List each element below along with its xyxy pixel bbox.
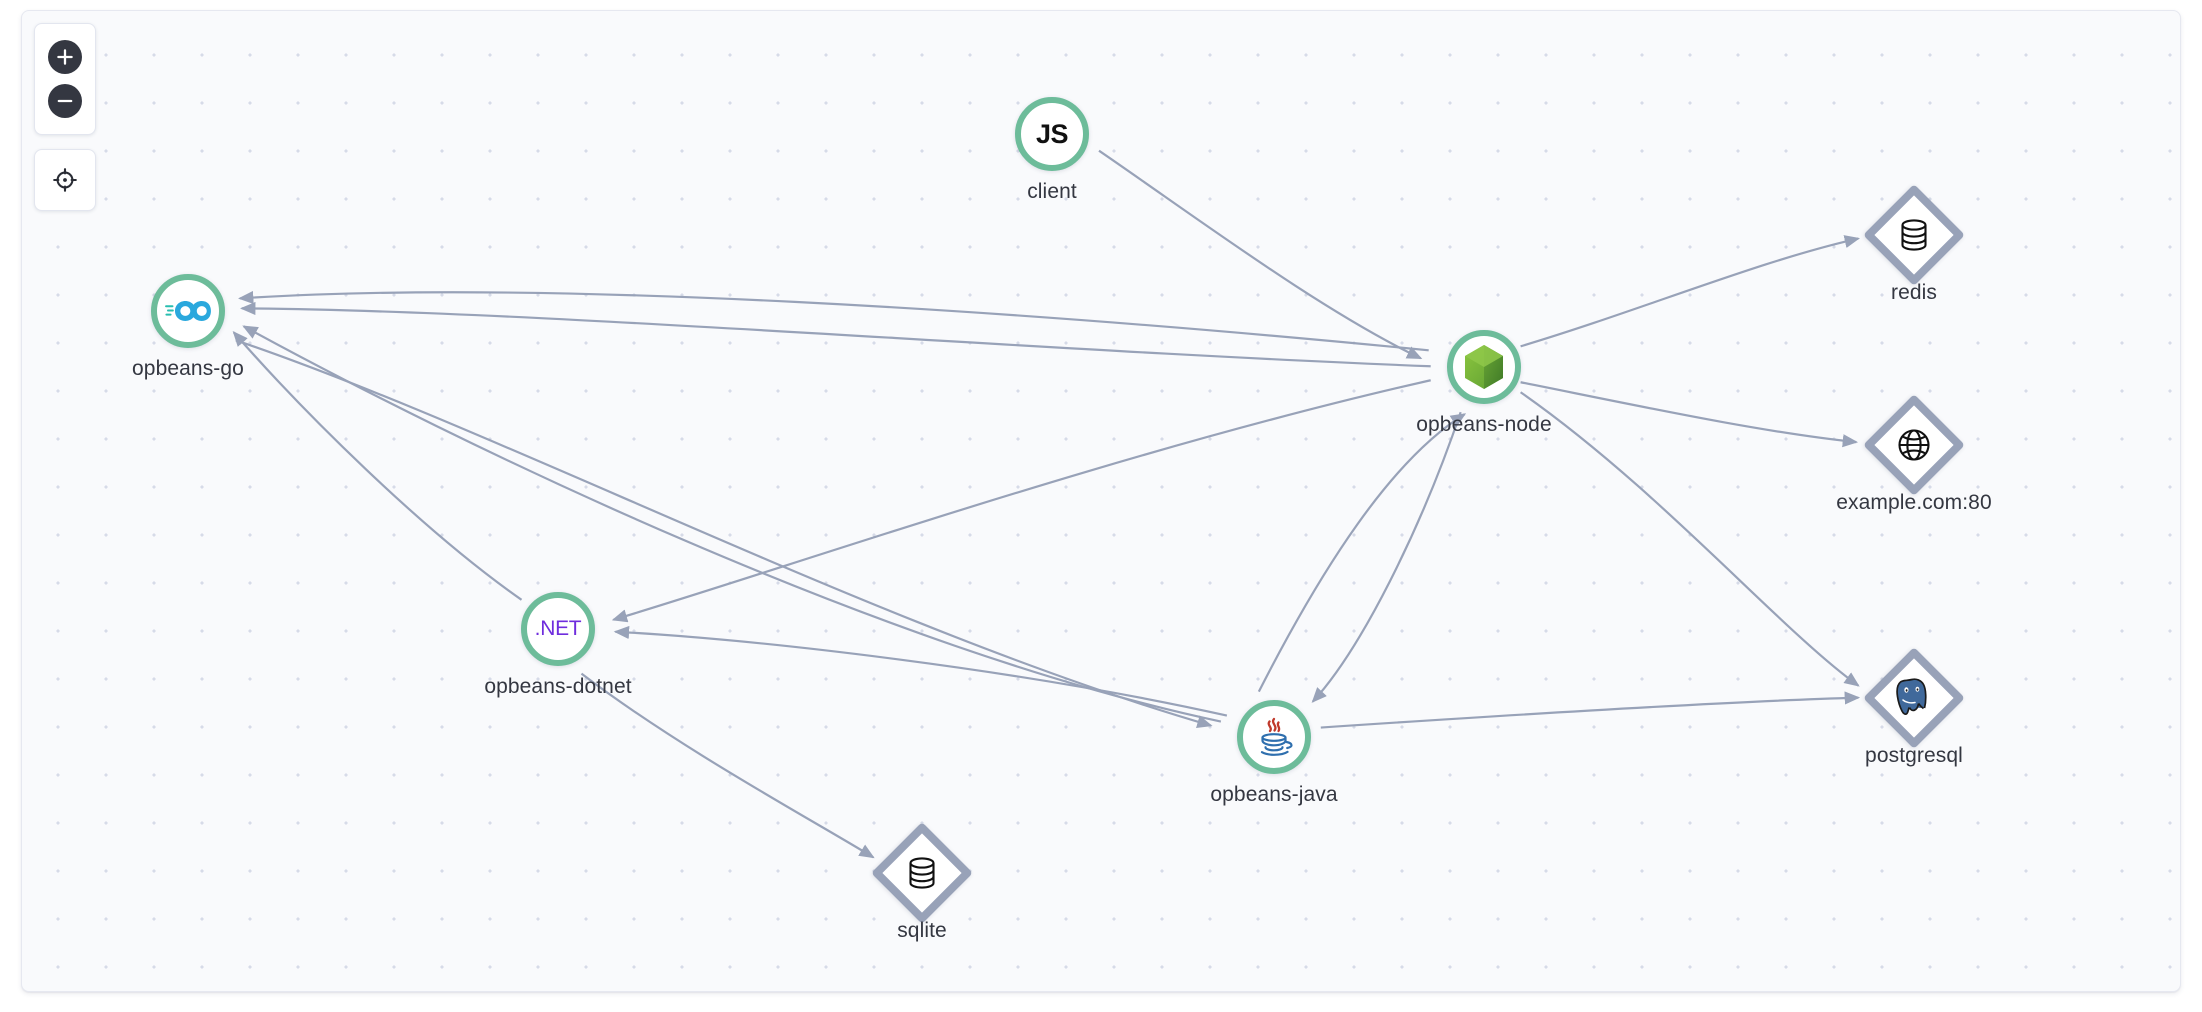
node-label-redis: redis	[1890, 281, 1938, 304]
node-label-postgresql: postgresql	[1865, 744, 1963, 767]
center-controls	[34, 149, 96, 211]
center-map-button[interactable]	[45, 160, 85, 200]
edge-opbeans-java-to-opbeans-go[interactable]	[242, 325, 1222, 723]
globe-icon	[1898, 429, 1930, 461]
edge-opbeans-java-to-opbeans-dotnet[interactable]	[613, 625, 1228, 717]
golang-icon	[165, 301, 211, 321]
zoom-out-button[interactable]	[48, 84, 82, 118]
edge-opbeans-dotnet-to-sqlite[interactable]	[580, 672, 875, 859]
postgresql-icon	[1896, 678, 1927, 715]
node-label-opbeans-java: opbeans-java	[1210, 783, 1338, 806]
minus-icon	[57, 99, 73, 103]
edge-opbeans-node-to-opbeans-go[interactable]	[238, 290, 1429, 352]
service-node-shape	[151, 274, 225, 348]
edge-opbeans-go-to-opbeans-java[interactable]	[235, 339, 1213, 729]
edge-opbeans-node-to-redis[interactable]	[1520, 235, 1861, 348]
database-icon	[1901, 219, 1927, 251]
edge-layer	[232, 149, 1861, 859]
edge-opbeans-dotnet-to-opbeans-go[interactable]	[232, 331, 523, 601]
zoom-in-button[interactable]	[48, 40, 82, 74]
resource-node-shape	[1863, 184, 1965, 286]
edge-opbeans-node-to-postgresql[interactable]	[1519, 391, 1860, 687]
edge-opbeans-node-to-opbeans-java[interactable]	[1311, 411, 1462, 703]
resource-node-shape	[871, 822, 973, 924]
resource-node-shape	[1863, 394, 1965, 496]
database-icon	[909, 857, 935, 889]
zoom-controls	[34, 23, 96, 135]
plus-icon	[57, 49, 73, 65]
java-icon	[1260, 717, 1293, 756]
node-label-opbeans-node: opbeans-node	[1416, 413, 1552, 436]
edge-opbeans-node-to-opbeans-dotnet[interactable]	[611, 379, 1431, 623]
diamond-icon-holder	[1886, 207, 1942, 263]
javascript-icon: JS	[1035, 118, 1069, 149]
diamond-icon-holder	[1886, 670, 1942, 726]
service-node-shape: .NET	[521, 592, 595, 666]
edge-opbeans-java-to-opbeans-node[interactable]	[1257, 413, 1467, 693]
service-node-shape	[1237, 700, 1311, 774]
nodejs-icon	[1465, 345, 1503, 389]
resource-node-shape	[1863, 647, 1965, 749]
node-label-sqlite: sqlite	[897, 919, 947, 942]
edge-opbeans-node-to-example-com[interactable]	[1520, 381, 1859, 448]
diamond-icon-holder	[1886, 417, 1942, 473]
crosshair-icon	[53, 168, 77, 192]
edge-client-to-opbeans-node[interactable]	[1098, 149, 1423, 360]
service-map-canvas[interactable]: JS client opbeans-go opbeans-node .NET opbe…	[21, 10, 2181, 992]
service-node-shape	[1447, 330, 1521, 404]
service-node-shape: JS	[1015, 97, 1089, 171]
node-label-client: client	[1027, 180, 1077, 203]
dotnet-icon: .NET	[534, 617, 582, 640]
node-label-opbeans-dotnet: opbeans-dotnet	[484, 675, 632, 698]
node-label-example-com: example.com:80	[1836, 491, 1992, 514]
node-label-opbeans-go: opbeans-go	[132, 357, 244, 380]
edge-opbeans-node-to-opbeans-go[interactable]	[240, 301, 1431, 368]
edge-opbeans-java-to-postgresql[interactable]	[1320, 691, 1861, 729]
diamond-icon-holder	[894, 845, 950, 901]
